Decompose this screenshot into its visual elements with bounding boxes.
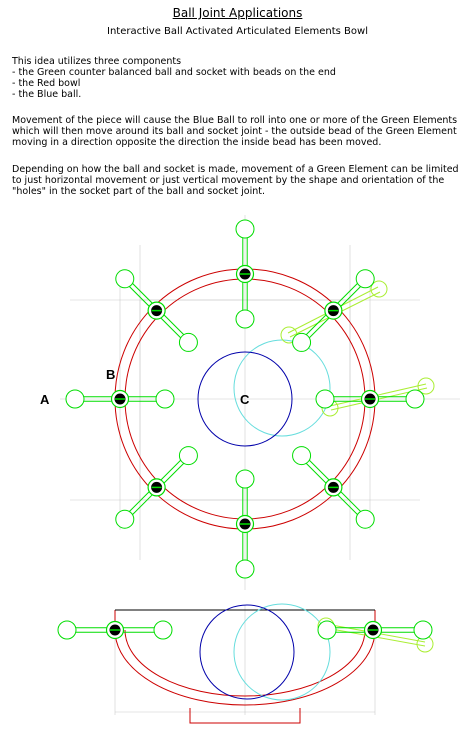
intro-block: This idea utilizes three components - th…	[12, 56, 467, 100]
bowl-profile-outer	[114, 610, 376, 706]
side-blue-ball	[199, 604, 295, 700]
side-view	[57, 603, 434, 724]
green-element-south-east-bead-inner	[292, 446, 312, 466]
green-element-south-socket-joint	[235, 514, 255, 534]
green-element-south-east-bead-outer	[355, 509, 375, 529]
intro-item-green: - the Green counter balanced ball and so…	[12, 67, 336, 78]
green-element-north-east-socket-joint	[324, 301, 343, 320]
green-element-east-bead-outer	[405, 389, 425, 409]
green-element-west	[65, 389, 175, 409]
side-green-element-left-socket-joint	[105, 620, 125, 640]
green-element-south-east	[292, 446, 375, 529]
green-element-south-bead-outer	[235, 559, 255, 579]
green-element-south-west-socket-joint	[147, 478, 166, 497]
label-b: B	[106, 367, 115, 382]
green-element-north-west	[115, 269, 198, 352]
label-a: A	[40, 392, 50, 407]
green-element-north-east-bead-outer	[355, 269, 375, 289]
intro-item-blue: - the Blue ball.	[12, 89, 82, 100]
page-subtitle: Interactive Ball Activated Articulated E…	[107, 26, 368, 37]
green-element-north-east-bead-inner	[292, 332, 312, 352]
green-element-east-bead-inner	[315, 389, 335, 409]
page-title: Ball Joint Applications	[172, 6, 303, 20]
green-element-south-east-socket-joint	[324, 478, 343, 497]
top-view: A B C	[40, 215, 460, 590]
label-c: C	[240, 392, 250, 407]
intro-item-red: - the Red bowl	[12, 78, 81, 89]
green-element-north-west-bead-inner	[178, 332, 198, 352]
green-element-south-west	[115, 446, 198, 529]
side-green-element-left-bead-inner	[153, 620, 173, 640]
blue-ball	[197, 351, 293, 447]
paragraph-movement: Movement of the piece will cause the Blu…	[12, 115, 458, 148]
side-green-element-right-bead-inner	[413, 620, 433, 640]
green-element-south-west-bead-outer	[115, 509, 135, 529]
green-element-south-bead-inner	[235, 469, 255, 489]
paragraph-limits: Depending on how the ball and socket is …	[12, 164, 459, 197]
green-element-north-west-socket-joint	[147, 301, 166, 320]
bowl-foot	[189, 708, 301, 724]
green-element-south	[235, 469, 255, 579]
green-element-east	[315, 389, 425, 409]
green-element-east-socket-joint	[360, 389, 380, 409]
side-green-element-right	[317, 620, 433, 640]
green-element-north-east	[292, 269, 375, 352]
side-green-element-left-bead-outer	[57, 620, 77, 640]
green-element-north-west-bead-outer	[115, 269, 135, 289]
green-element-north-socket-joint	[235, 264, 255, 284]
green-element-north-bead-outer	[235, 219, 255, 239]
green-element-west-bead-inner	[155, 389, 175, 409]
side-ball-moved-outline	[233, 603, 331, 701]
green-elements	[65, 219, 425, 579]
side-green-element-right-socket-joint	[363, 620, 383, 640]
side-green-element-left	[57, 620, 173, 640]
intro-lead: This idea utilizes three components	[12, 56, 182, 67]
side-green-element-right-bead-outer	[317, 620, 337, 640]
side-green-elements	[57, 620, 433, 640]
green-element-west-bead-outer	[65, 389, 85, 409]
green-element-west-socket-joint	[110, 389, 130, 409]
green-element-south-west-bead-inner	[178, 446, 198, 466]
green-element-north	[235, 219, 255, 329]
green-element-north-bead-inner	[235, 309, 255, 329]
ball-moved-outline	[233, 339, 331, 437]
bowl-profile-inner	[124, 629, 366, 697]
